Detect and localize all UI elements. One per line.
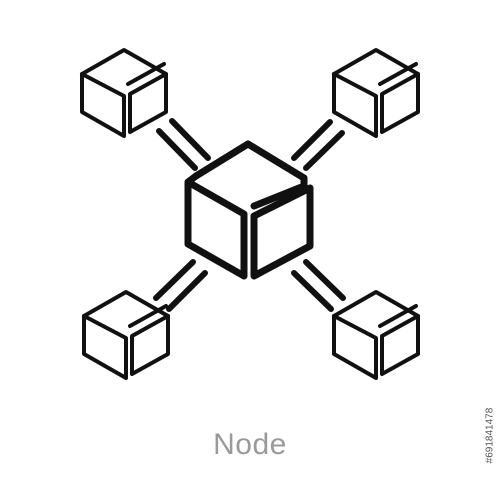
cube-top-left [80, 48, 168, 138]
connector-bottom-left [153, 259, 208, 312]
cube-bottom-left [82, 290, 170, 380]
connector-bottom-right [291, 259, 346, 312]
cube-bottom-right [332, 290, 420, 380]
side-identifier: #691841478 [484, 407, 496, 464]
connector-top-right [291, 119, 345, 171]
center-cube [184, 140, 314, 280]
cube-top-right [332, 48, 420, 138]
connector-top-left [156, 118, 211, 171]
icon-caption: Node [213, 428, 287, 461]
